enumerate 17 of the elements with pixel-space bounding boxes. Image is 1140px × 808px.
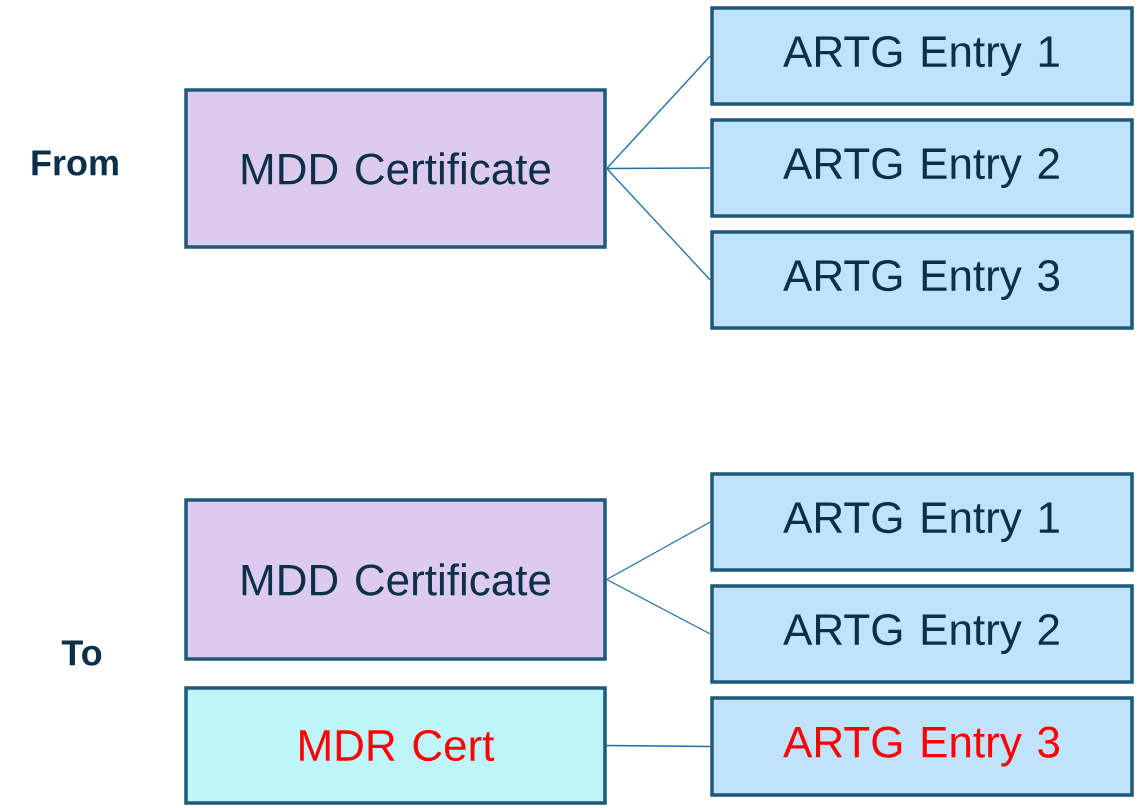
connector-line [606, 521, 711, 581]
connector-line [606, 167, 711, 170]
connector-line [606, 55, 711, 170]
row-label: To [61, 640, 102, 666]
row-label: From [32, 150, 118, 176]
certificate-box: MDD Certificate [184, 88, 607, 249]
entry-box: ARTG Entry 3 [710, 696, 1134, 797]
entry-box: ARTG Entry 2 [710, 118, 1134, 218]
connector-line [606, 578, 711, 635]
entry-box: ARTG Entry 1 [710, 472, 1134, 572]
entry-box: ARTG Entry 1 [710, 6, 1134, 106]
certificate-box: MDD Certificate [184, 498, 607, 661]
certificate-box: MDR Cert [184, 686, 607, 805]
connector-line [606, 167, 711, 281]
entry-box: ARTG Entry 2 [710, 584, 1134, 684]
connector-line [606, 744, 711, 748]
entry-box: ARTG Entry 3 [710, 230, 1134, 330]
